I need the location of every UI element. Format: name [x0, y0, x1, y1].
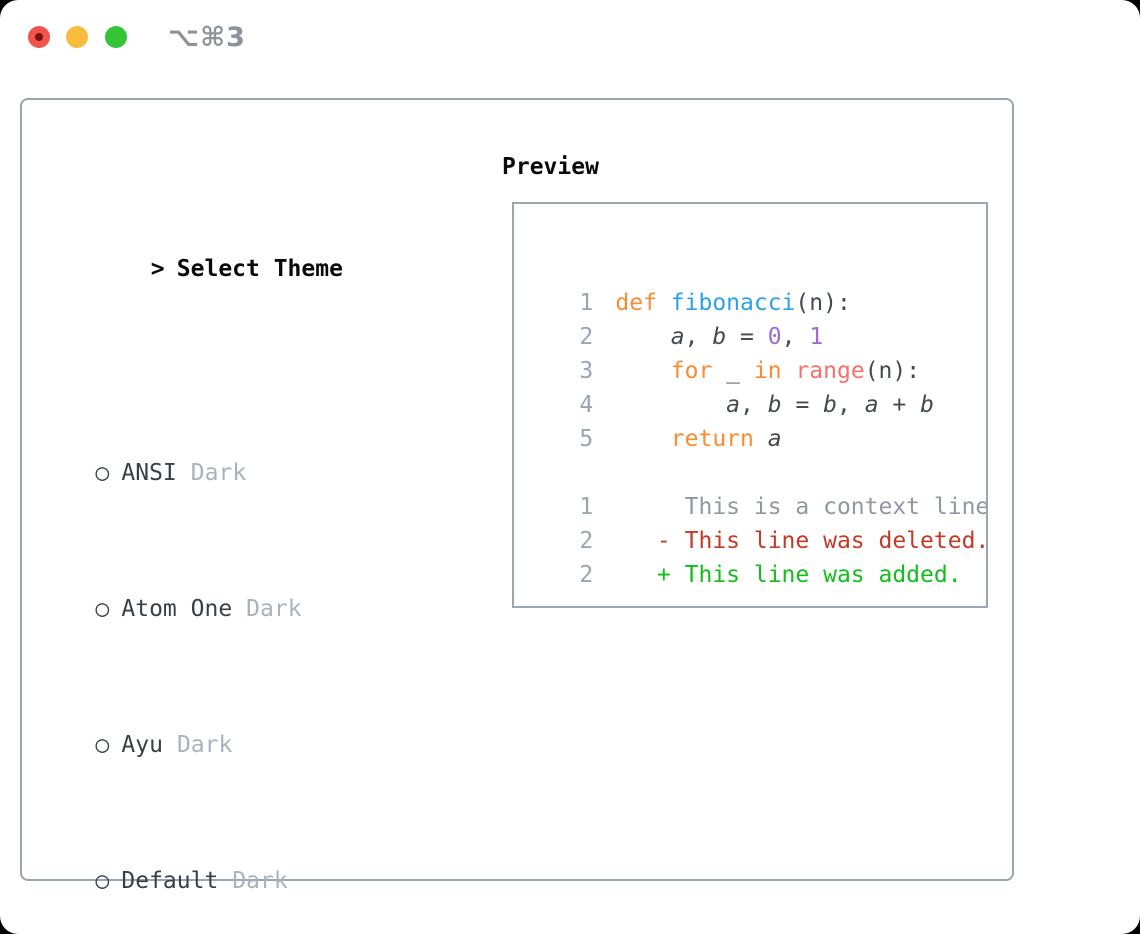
line-content: a, b = b, a + b	[615, 392, 934, 418]
radio-icon: ○	[95, 596, 110, 622]
preview-line: 1 def fibonacci(n):	[524, 252, 978, 316]
line-number: 1	[579, 494, 594, 520]
theme-variant-tag: Dark	[176, 732, 233, 758]
theme-variant-tag: Dark	[190, 460, 247, 486]
code-token	[615, 426, 670, 452]
code-token: b	[712, 324, 727, 350]
line-number: 1	[579, 290, 594, 316]
preview-line: 2 - This line was deleted.	[524, 490, 986, 554]
code-token: in	[753, 358, 782, 384]
line-content: for _ in range(n):	[615, 358, 920, 384]
code-token: a	[864, 392, 879, 418]
minimize-button[interactable]	[66, 26, 88, 48]
line-content: return a	[615, 426, 782, 452]
code-token: (n):	[795, 290, 851, 316]
code-token: a	[767, 426, 782, 452]
theme-name: ANSI	[121, 460, 177, 486]
line-number: 5	[579, 426, 594, 452]
line-number: 2	[579, 324, 594, 350]
code-token: (n):	[864, 358, 921, 384]
code-token	[782, 358, 796, 384]
line-number: 3	[579, 358, 594, 384]
preview-line: 4 a, b = b, a + b	[524, 354, 978, 418]
radio-icon: ○	[95, 868, 110, 894]
zoom-button[interactable]	[105, 26, 127, 48]
window-title: ⌥⌘3	[168, 22, 246, 53]
theme-option[interactable]: ○ Atom One Dark	[40, 558, 428, 622]
code-token: return	[670, 426, 754, 452]
preview-line: 3 for _ in range(n):	[524, 320, 978, 384]
code-token: ,	[781, 324, 810, 350]
code-token	[615, 358, 670, 384]
preview-line: 1 This is a context line.	[524, 456, 986, 520]
code-token: =	[781, 392, 824, 418]
code-token: ,	[740, 392, 768, 418]
preview-line: 2 + This line was added.	[524, 524, 978, 588]
select-theme-header: > Select Theme	[40, 218, 428, 282]
code-token: b	[920, 392, 934, 418]
preview-line: 5 return a	[524, 388, 978, 452]
theme-name: Atom One	[121, 596, 233, 622]
diff-preview: 1 This is a context line. 2 - This line …	[524, 456, 986, 588]
code-token: - This line was deleted.	[615, 528, 988, 554]
code-token: b	[823, 392, 837, 418]
line-number: 4	[579, 392, 594, 418]
section-title: Select Theme	[176, 256, 343, 282]
line-content: + This line was added.	[615, 562, 962, 588]
code-token: 0	[767, 324, 782, 350]
theme-name: Default	[121, 868, 219, 894]
line-content: def fibonacci(n):	[615, 290, 850, 316]
theme-variant-tag: Dark	[246, 596, 302, 622]
code-token: This is a context line.	[615, 494, 988, 520]
code-token: a	[726, 392, 741, 418]
close-button[interactable]	[28, 26, 50, 48]
line-content: a, b = 0, 1	[615, 324, 823, 350]
code-token: ,	[684, 324, 713, 350]
code-token	[615, 324, 670, 350]
preview-title: Preview	[502, 154, 599, 180]
code-token	[615, 392, 726, 418]
line-number: 2	[579, 528, 594, 554]
titlebar: ⌥⌘3	[0, 0, 1140, 74]
code-token: +	[878, 392, 921, 418]
code-token: a	[670, 324, 685, 350]
theme-option[interactable]: ○ ANSI Dark	[40, 422, 428, 486]
theme-option[interactable]: ○ Default Dark	[40, 830, 428, 894]
radio-icon: ○	[95, 460, 110, 486]
code-token: range	[795, 358, 865, 384]
code-token: fibonacci	[670, 290, 796, 316]
code-token: =	[726, 324, 768, 350]
code-token: def	[615, 290, 671, 316]
code-token: 1	[809, 324, 824, 350]
radio-icon: ○	[95, 732, 110, 758]
code-token: _	[712, 358, 754, 384]
code-token	[754, 426, 768, 452]
preview-line: 2 a, b = 0, 1	[524, 286, 978, 350]
code-token: for	[670, 358, 713, 384]
code-token: + This line was added.	[615, 562, 962, 588]
line-number: 2	[579, 562, 594, 588]
theme-option[interactable]: ○ Ayu Dark	[40, 694, 428, 758]
code-token: b	[767, 392, 782, 418]
focus-caret-icon: >	[150, 256, 165, 282]
code-token: ,	[837, 392, 865, 418]
theme-variant-tag: Dark	[232, 868, 288, 894]
line-content: - This line was deleted.	[615, 528, 988, 554]
line-content: This is a context line.	[615, 494, 988, 520]
theme-name: Ayu	[121, 732, 163, 758]
